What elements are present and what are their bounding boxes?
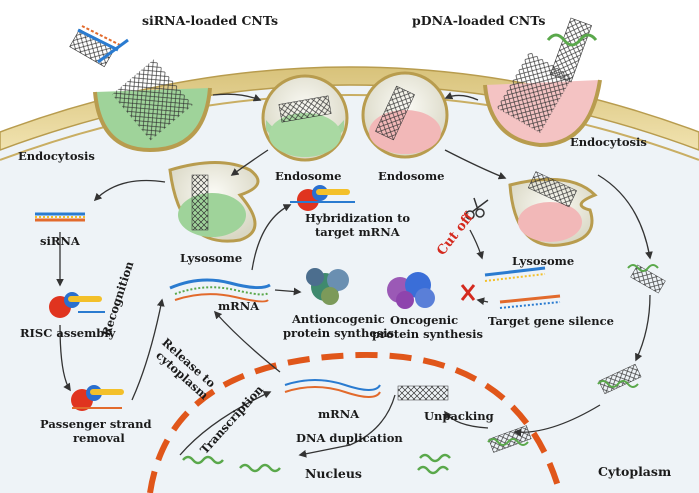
risc-complex-icon: [71, 385, 124, 411]
onco-label-2: protein synthesis: [372, 327, 483, 341]
cleaved-mrna-icon: [484, 266, 561, 309]
carbon-nanotube-icon: [546, 17, 598, 83]
lysosome-right: [508, 171, 598, 247]
dna-strand-icon: [182, 379, 451, 475]
mrna-strand: [169, 278, 271, 303]
carbon-nanotube-icon: [627, 264, 666, 294]
nucleus-label: Nucleus: [305, 466, 362, 481]
lysosome-left-label: Lysosome: [180, 251, 243, 265]
lysosome-right-label: Lysosome: [512, 254, 575, 268]
endosome-right: [361, 71, 449, 159]
carbon-nanotube-icon: [597, 363, 642, 395]
mrna-nucleus-label: mRNA: [318, 407, 360, 421]
endocytosis-left-label: Endocytosis: [18, 149, 95, 163]
lysosome-left: [168, 161, 260, 243]
endosome-left: [261, 74, 349, 162]
passenger-label-2: removal: [73, 431, 125, 445]
risc-complex-icon: [49, 292, 105, 318]
hybrid-label-1: Hybridization to: [305, 211, 411, 225]
silence-label: Target gene silence: [488, 314, 614, 328]
nucleus-envelope: [147, 351, 563, 493]
protein-icon: [306, 268, 349, 305]
sirna-label: siRNA: [40, 234, 80, 248]
antionco-label-2: protein synthesis: [283, 326, 394, 340]
antionco-label-1: Antioncogenic: [292, 312, 385, 326]
scissors-icon: [465, 197, 489, 220]
onco-label-1: Oncogenic: [390, 313, 459, 327]
sirna-duplex-icon: [35, 212, 85, 222]
process-arrows: [56, 91, 653, 458]
sirna-cnts-label: siRNA-loaded CNTs: [142, 13, 279, 28]
passenger-label-1: Passenger strand: [40, 417, 152, 431]
hybrid-label-2: target mRNA: [315, 225, 400, 239]
carbon-nanotube-icon: [69, 25, 129, 68]
dna-dup-label: DNA duplication: [296, 431, 403, 445]
pdna-cnts-label: pDNA-loaded CNTs: [412, 13, 546, 28]
endosome-right-label: Endosome: [378, 169, 445, 183]
mrna-label: mRNA: [218, 299, 260, 313]
risc-complex-icon: [290, 185, 355, 211]
unpacking-label: Unpacking: [424, 409, 494, 423]
protein-icon: [387, 272, 435, 309]
cytoplasm-label: Cytoplasm: [598, 464, 672, 479]
red-x-icon: [460, 284, 476, 301]
left-endocytosis-vesicle: [93, 59, 212, 153]
endosome-left-label: Endosome: [275, 169, 342, 183]
endocytosis-right-label: Endocytosis: [570, 135, 647, 149]
risc-label: RISC assembly: [20, 326, 116, 340]
